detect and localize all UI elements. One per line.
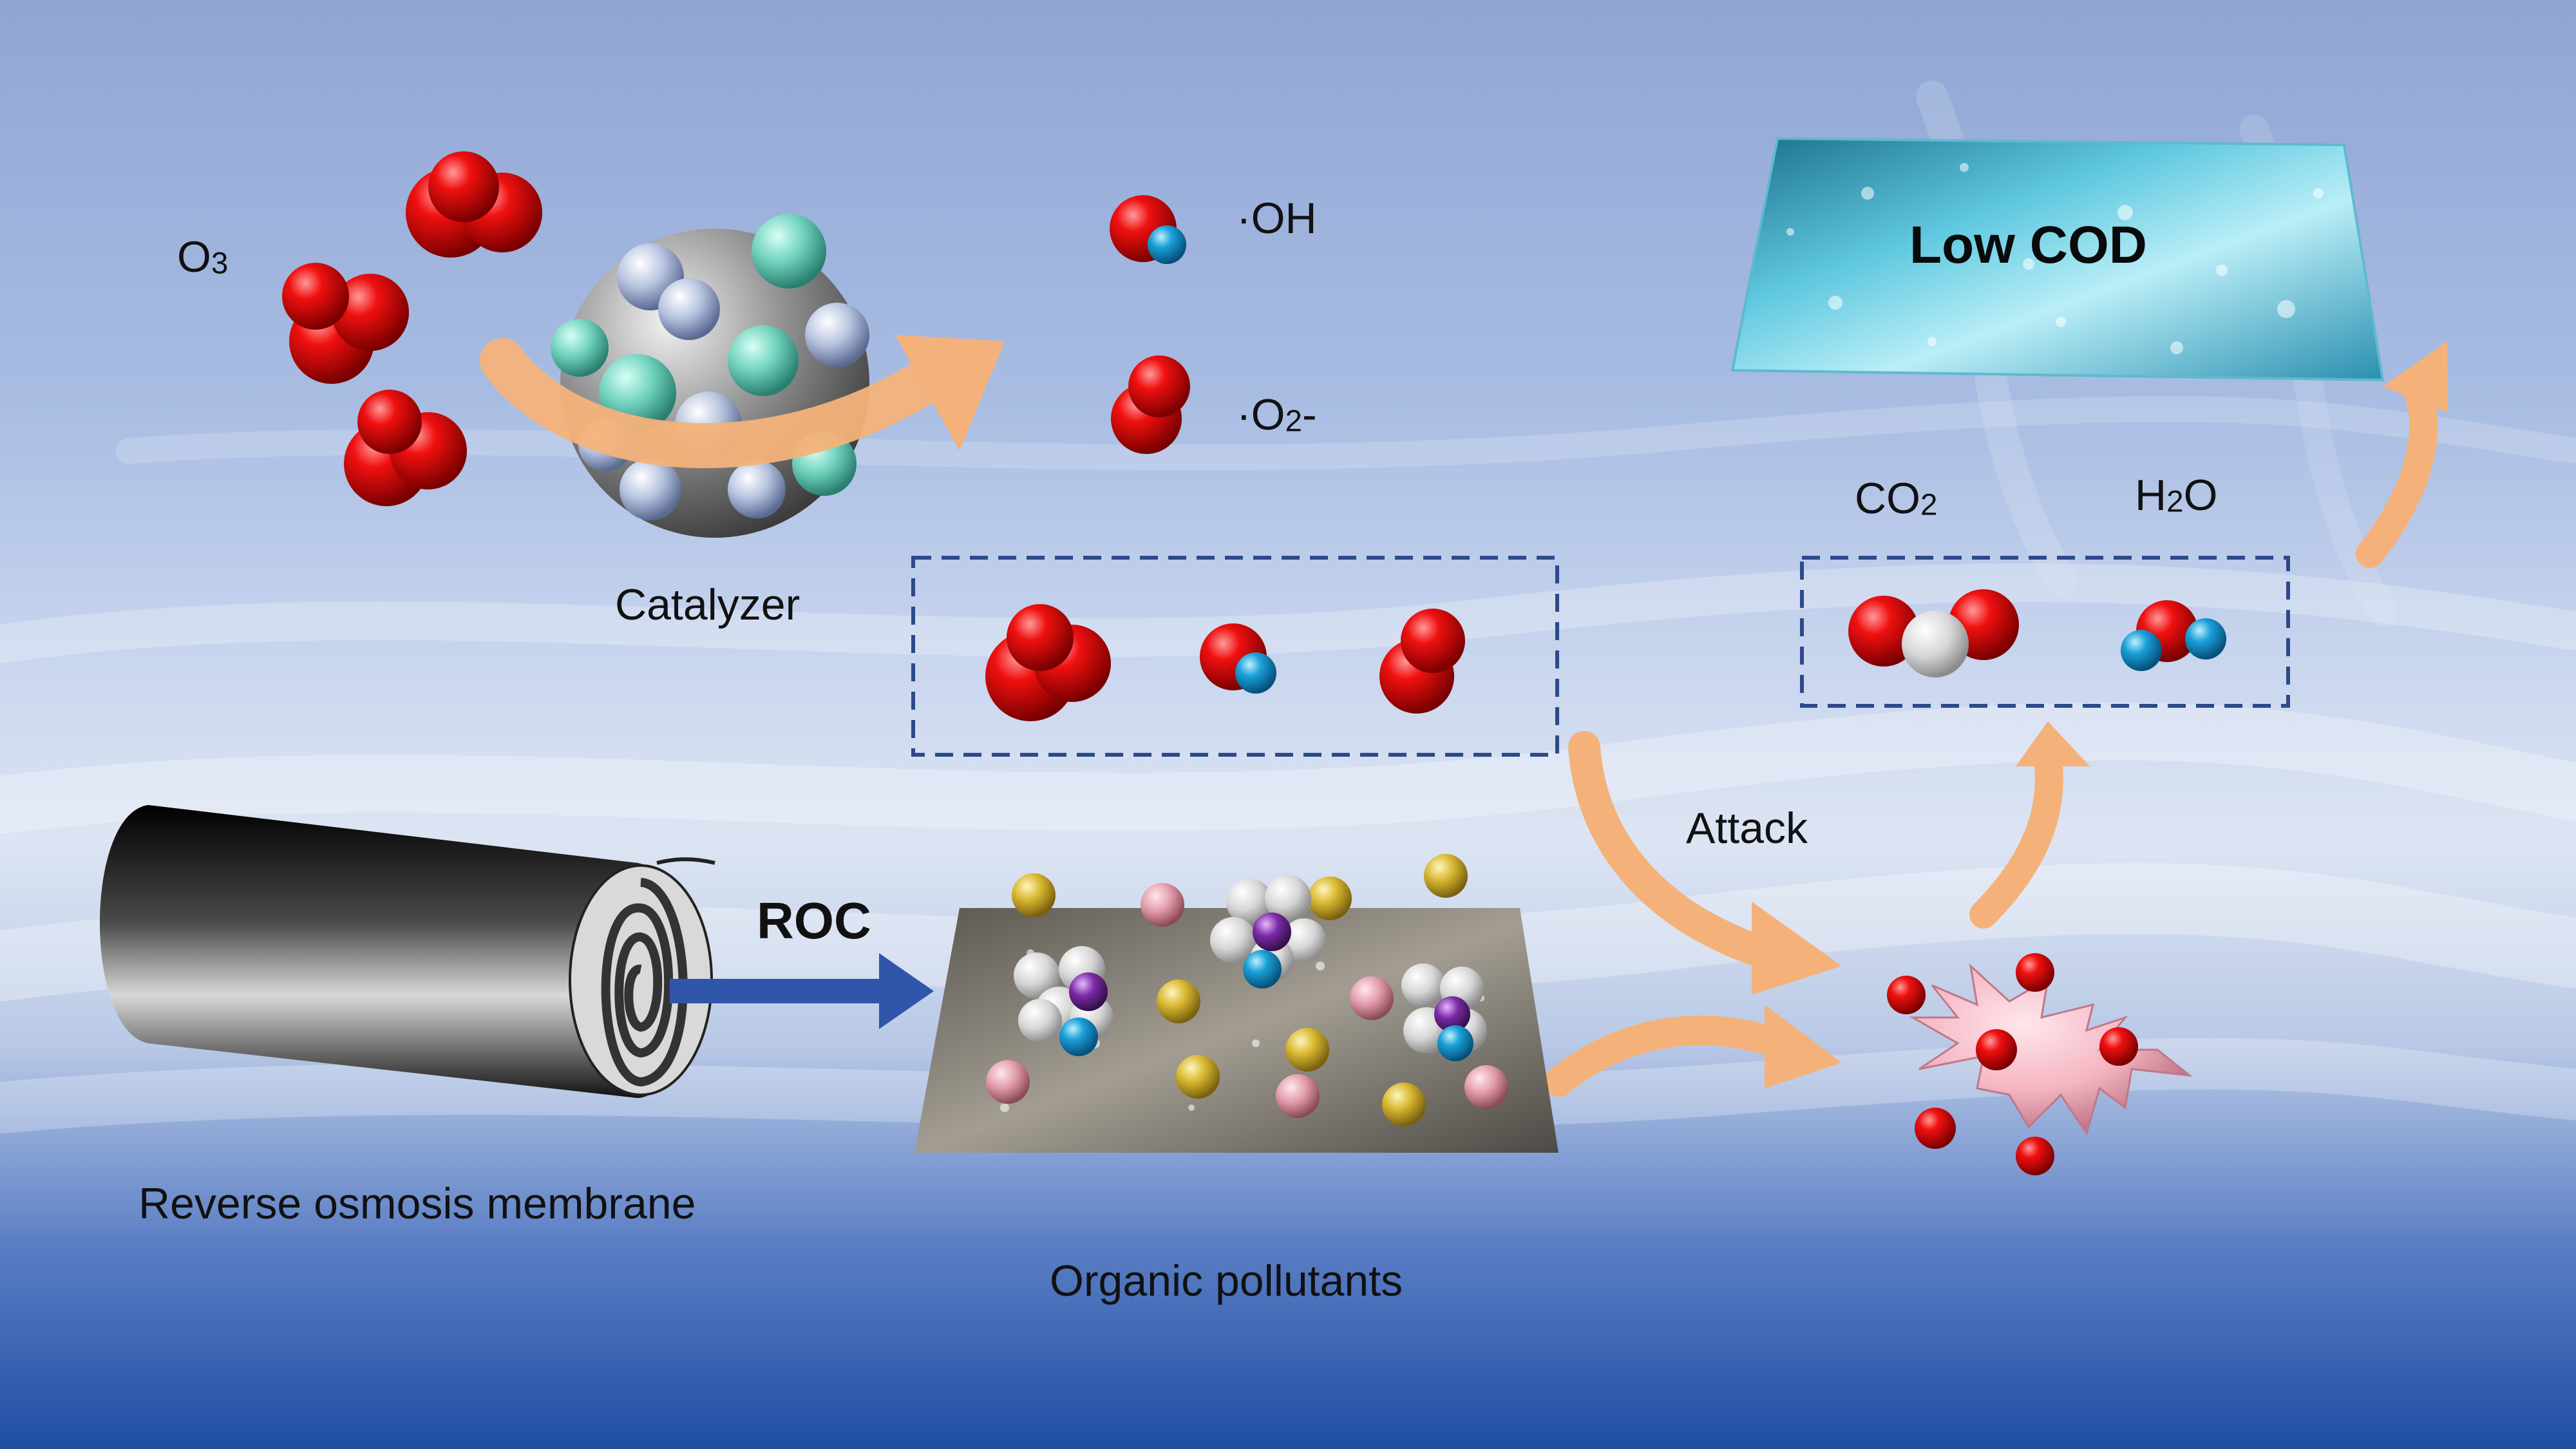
ozone-molecule — [282, 263, 409, 384]
pollutant-molecule-cluster — [1401, 963, 1487, 1061]
reactive-species-box — [911, 556, 1559, 757]
roc-label: ROC — [757, 892, 871, 949]
ozone-molecule — [985, 604, 1111, 721]
roc-arrow — [670, 953, 934, 1029]
reverse-osmosis-membrane-label: Reverse osmosis membrane — [138, 1179, 696, 1228]
low-cod-water-sheet — [1730, 137, 2385, 382]
attacked-pollutant — [1887, 953, 2193, 1175]
water-molecule — [2121, 600, 2226, 671]
ozone-molecule — [344, 390, 467, 506]
pollutant-molecule-cluster — [1210, 875, 1326, 989]
carbon-dioxide-molecule — [1848, 589, 2019, 677]
to-low-cod-arrow — [2356, 341, 2447, 568]
superoxide-radical-molecule — [1379, 609, 1465, 714]
ozone-molecule — [406, 151, 542, 258]
hydroxyl-radical-molecule — [1110, 195, 1186, 264]
hydroxyl-radical-molecule — [1200, 623, 1276, 694]
degradation-to-products-arrow — [1969, 721, 2090, 929]
organic-pollutants-sheet — [914, 854, 1558, 1153]
low-cod-label: Low COD — [1909, 216, 2147, 274]
hydroxyl-radical-label: ·OH — [1236, 194, 1317, 243]
catalyzer-label: Catalyzer — [615, 580, 800, 629]
carbon-dioxide-label: CO2 — [1855, 474, 1938, 523]
reverse-osmosis-membrane-roll — [100, 805, 715, 1098]
pollutant-molecule-cluster — [1014, 946, 1113, 1056]
pollutant-to-degradation-arrow — [1544, 1005, 1842, 1097]
organic-pollutants-label: Organic pollutants — [1050, 1256, 1403, 1305]
catalyzer-particle — [551, 214, 869, 538]
superoxide-radical-label: ·O2- — [1236, 390, 1317, 439]
water-label: H2O — [2135, 471, 2218, 520]
attack-label: Attack — [1686, 804, 1808, 853]
ozone-label: O3 — [177, 232, 229, 281]
superoxide-radical-molecule — [1111, 355, 1190, 454]
activation-arrow — [480, 335, 1005, 468]
products-box — [1800, 556, 2290, 708]
attack-arrow — [1568, 731, 1842, 995]
